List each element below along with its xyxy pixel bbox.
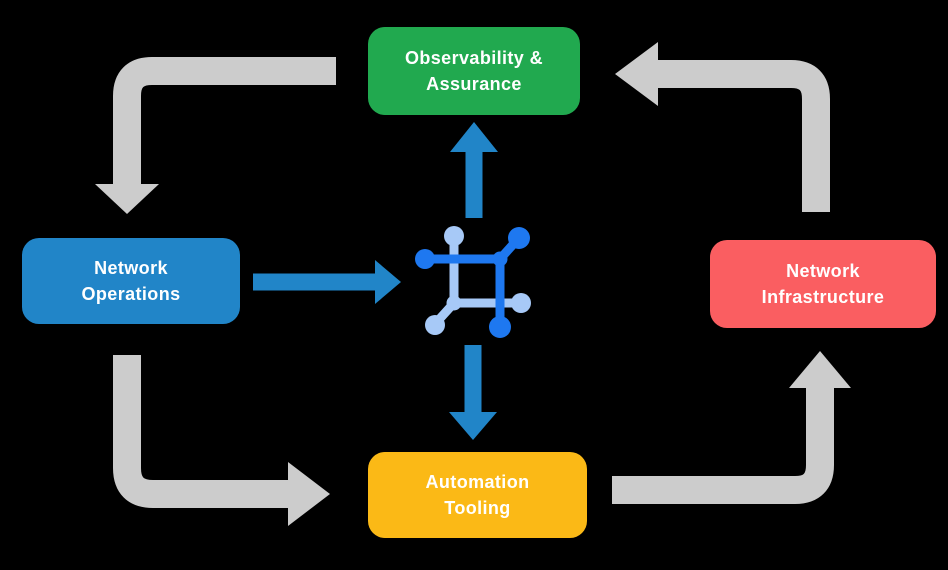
node-automation-label-line2: Tooling: [444, 498, 511, 518]
arrow-platform-to-observability-head: [450, 122, 498, 152]
arrow-platform-to-observability: [450, 122, 498, 218]
arrow-observability-to-operations: [95, 57, 336, 214]
arrow-automation-to-infrastructure: [612, 351, 851, 504]
arrow-automation-to-infrastructure-shaft: [612, 388, 834, 504]
network-mesh-icon: [415, 226, 531, 338]
arrow-operations-to-automation-head: [288, 462, 330, 526]
network-mesh-icon-junction-dark: [492, 251, 508, 267]
arrow-observability-to-operations-shaft: [113, 57, 336, 186]
node-infrastructure-label-line1: Network: [786, 261, 860, 281]
arrow-automation-to-infrastructure-head: [789, 351, 851, 388]
arrow-infrastructure-to-observability: [615, 42, 830, 212]
node-observability-assurance: Observability & Assurance: [368, 27, 580, 115]
arrow-infrastructure-to-observability-shaft: [658, 60, 830, 212]
network-mesh-icon-node-topright-dark: [508, 227, 530, 249]
node-network-operations: Network Operations: [22, 238, 240, 324]
arrow-platform-to-automation-head: [449, 412, 497, 440]
network-mesh-icon-junction-light: [446, 295, 462, 311]
node-operations-label-line2: Operations: [81, 284, 181, 304]
arrow-operations-to-automation: [113, 355, 330, 526]
node-observability-label-line1: Observability &: [404, 48, 544, 68]
arrow-operations-to-platform: [253, 260, 401, 304]
arrow-platform-to-automation: [449, 345, 497, 440]
network-mesh-icon-node-left-dark: [415, 249, 435, 269]
network-mesh-icon-node-bottom-dark: [489, 316, 511, 338]
node-automation-tooling: Automation Tooling: [368, 452, 587, 538]
arrow-operations-to-automation-shaft: [113, 355, 289, 508]
node-infrastructure-label-line2: Infrastructure: [761, 287, 885, 307]
arrow-observability-to-operations-head: [95, 184, 159, 214]
node-operations-label-line1: Network: [94, 258, 168, 278]
network-mesh-icon-node-right-light: [511, 293, 531, 313]
node-observability-label-line2: Assurance: [426, 74, 522, 94]
node-network-infrastructure: Network Infrastructure: [710, 240, 936, 328]
network-mesh-icon-node-bottomleft-light: [425, 315, 445, 335]
arrow-infrastructure-to-observability-head: [615, 42, 658, 106]
network-mesh-icon-node-top-light: [444, 226, 464, 246]
arrow-operations-to-platform-head: [375, 260, 401, 304]
node-automation-label-line1: Automation: [425, 472, 530, 492]
